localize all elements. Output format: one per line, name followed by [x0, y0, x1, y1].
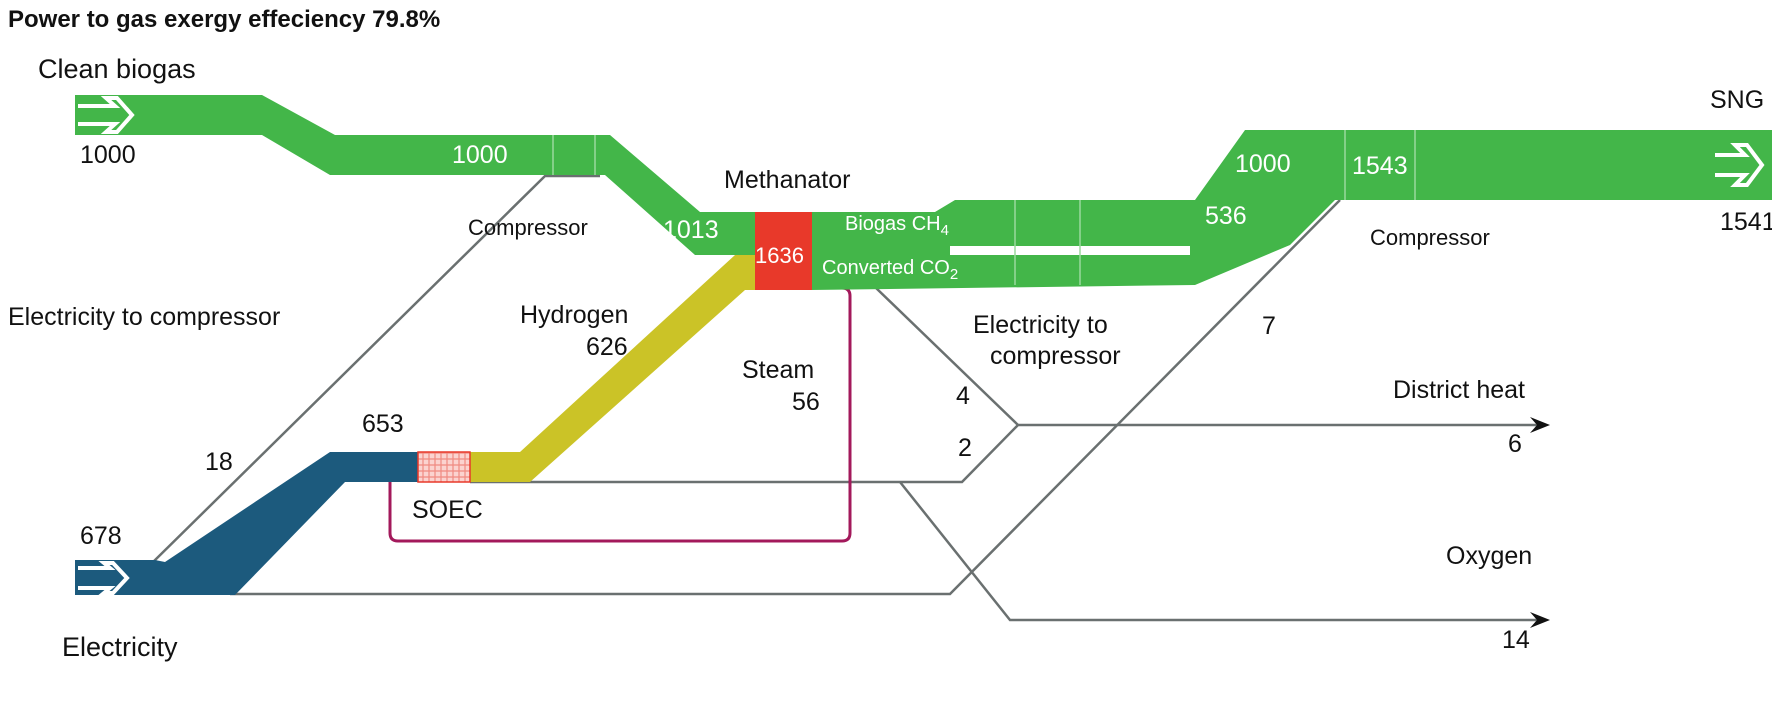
clean-biogas-label: Clean biogas [38, 54, 196, 84]
steam-value: 56 [792, 388, 820, 416]
hydrogen-value: 626 [586, 333, 628, 361]
biogas-mid-value: 1000 [452, 141, 508, 169]
biogas-ch4-label: Biogas CH4 [845, 214, 949, 238]
heat-soec-value: 2 [958, 434, 972, 462]
electricity-to-compressor-right-label-1: Electricity to [973, 311, 1108, 339]
electricity-soec-value: 653 [362, 410, 404, 438]
electricity-to-compressor-left-label: Electricity to compressor [8, 303, 281, 331]
steam-flow [388, 286, 852, 543]
compressor-left-label: Compressor [468, 215, 588, 240]
to-methanator-value: 1013 [663, 216, 719, 244]
district-heat-value: 6 [1508, 430, 1522, 458]
hydrogen-flow [470, 255, 760, 482]
electricity-input-arrow-icon [78, 561, 130, 595]
electricity-label: Electricity [62, 632, 178, 662]
sng-label: SNG [1710, 86, 1765, 114]
methanator-label: Methanator [724, 166, 851, 194]
oxygen-label: Oxygen [1446, 542, 1533, 570]
converted-co2-label: Converted CO2 [822, 258, 958, 282]
ch4-subscript: 4 [940, 222, 949, 239]
electricity-compressor-right-value: 7 [1262, 312, 1276, 340]
sng-output-arrow-icon [1715, 143, 1765, 187]
soec-node [417, 451, 471, 483]
methanator-heat-line [874, 286, 1019, 426]
district-heat-label: District heat [1393, 376, 1525, 404]
electricity-to-left-compressor-line [149, 174, 600, 566]
sng-mid-value: 1543 [1352, 152, 1408, 180]
oxygen-line [899, 481, 1545, 622]
biogas-ch4-text: Biogas CH [845, 213, 941, 235]
diagram-title: Power to gas exergy effeciency 79.8% [8, 6, 441, 33]
biogas-flow [75, 95, 760, 255]
methanator-value: 1636 [755, 243, 804, 268]
oxygen-arrowhead [1530, 612, 1550, 628]
compressor-right-label: Compressor [1370, 225, 1490, 250]
biogas-in-value: 1000 [80, 141, 136, 169]
ch4-out-value: 1000 [1235, 150, 1291, 178]
district-heat-arrowhead [1530, 417, 1550, 433]
ch4-co2-gap [950, 246, 1190, 255]
heat-methanator-value: 4 [956, 382, 970, 410]
steam-label: Steam [742, 356, 815, 384]
electricity-to-compressor-right-label-2: compressor [990, 342, 1121, 370]
co2-subscript: 2 [949, 266, 959, 283]
biogas-input-arrow-icon [78, 96, 135, 134]
soec-label: SOEC [412, 496, 483, 524]
electricity-compressor-left-value: 18 [205, 448, 233, 476]
sng-out-value: 1541 [1720, 208, 1772, 236]
electricity-to-right-compressor-line [230, 199, 1341, 596]
converted-co2-text: Converted CO [822, 257, 950, 279]
co2-out-value: 536 [1205, 202, 1247, 230]
methanator-node [755, 212, 812, 290]
hydrogen-label: Hydrogen [520, 301, 629, 329]
electricity-in-value: 678 [80, 522, 122, 550]
electricity-flow [75, 452, 420, 595]
oxygen-value: 14 [1502, 626, 1530, 654]
soec-heat-line [470, 423, 1545, 484]
